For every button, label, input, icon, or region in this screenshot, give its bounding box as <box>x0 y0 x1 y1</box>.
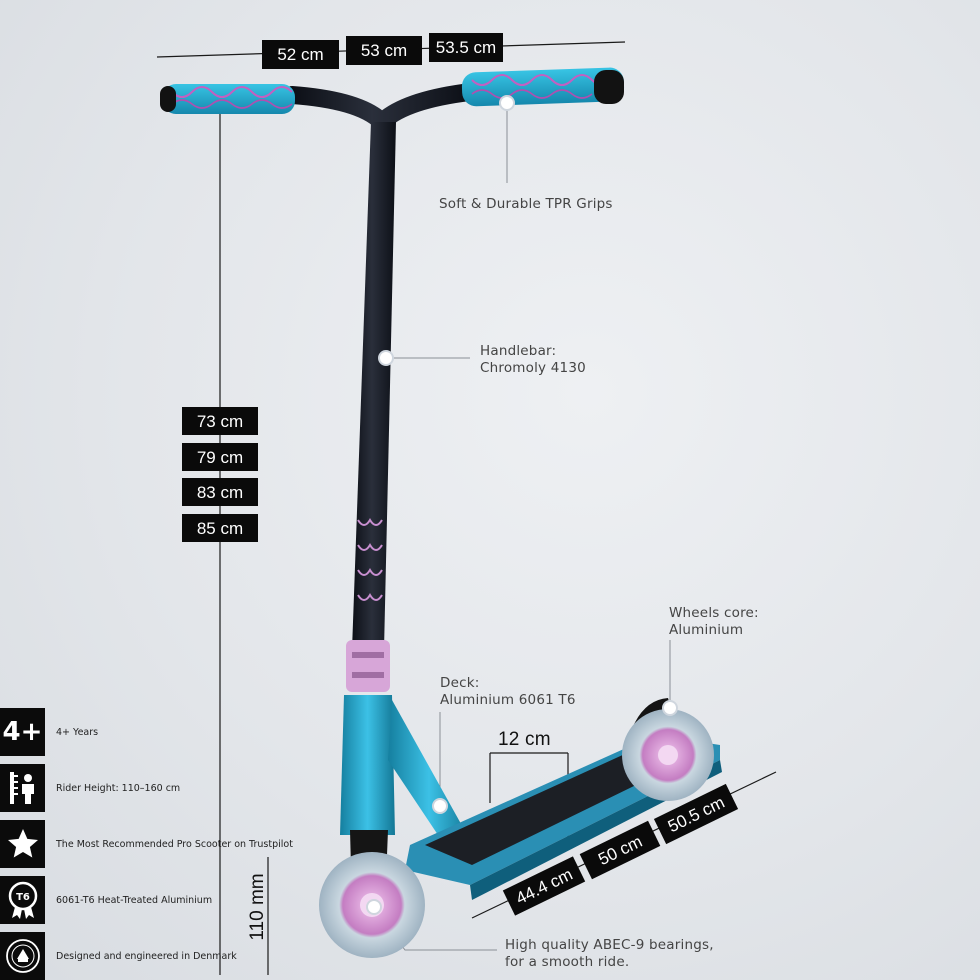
handlebar-stem <box>352 122 396 650</box>
height-label: 79 cm <box>182 443 258 471</box>
grips-callout: Soft & Durable TPR Grips <box>439 196 613 212</box>
feature-label: The Most Recommended Pro Scooter on Trus… <box>56 838 293 850</box>
deck-callout-material: Aluminium 6061 T6 <box>440 691 576 708</box>
feature-rider-height: Rider Height: 110–160 cm <box>0 764 180 812</box>
bearings-callout: High quality ABEC-9 bearings, for a smoo… <box>505 937 714 971</box>
feature-age: 4+ 4+ Years <box>0 708 98 756</box>
feature-label: Designed and engineered in Denmark <box>56 950 237 962</box>
head-tube <box>340 695 395 835</box>
feature-trustpilot: The Most Recommended Pro Scooter on Trus… <box>0 820 293 868</box>
handlebar-callout: Handlebar: Chromoly 4130 <box>480 343 586 377</box>
handlebar-width-label: 52 cm <box>262 40 339 69</box>
wheels-callout-title: Wheels core: <box>669 605 759 621</box>
height-icon <box>0 764 45 812</box>
feature-denmark: Designed and engineered in Denmark <box>0 932 237 980</box>
handlebar-width-label: 53.5 cm <box>429 33 503 62</box>
wheels-callout-material: Aluminium <box>669 621 744 638</box>
clamp <box>346 640 390 692</box>
handlebar-callout-material: Chromoly 4130 <box>480 359 586 376</box>
star-icon <box>0 820 45 868</box>
deck-width-label: 12 cm <box>498 729 551 750</box>
handlebar-callout-title: Handlebar: <box>480 343 557 359</box>
handlebar-width-label: 53 cm <box>346 36 422 65</box>
t6-medal-icon: T6 <box>0 876 45 924</box>
height-label: 85 cm <box>182 514 258 542</box>
svg-text:T6: T6 <box>16 892 30 903</box>
bearings-callout-line1: High quality ABEC-9 bearings, <box>505 937 714 953</box>
height-label: 83 cm <box>182 478 258 506</box>
age-badge: 4+ <box>0 708 45 756</box>
feature-aluminium: T6 6061-T6 Heat-Treated Aluminium <box>0 876 212 924</box>
bearings-callout-line2: for a smooth ride. <box>505 953 630 970</box>
deck-callout: Deck: Aluminium 6061 T6 <box>440 675 576 709</box>
wheels-callout: Wheels core: Aluminium <box>669 605 759 639</box>
feature-label: 6061-T6 Heat-Treated Aluminium <box>56 894 213 906</box>
hotspots <box>366 95 678 915</box>
handlebar <box>160 67 625 135</box>
feature-label: 4+ Years <box>56 726 99 738</box>
denmark-seal-icon <box>0 932 45 980</box>
deck-callout-title: Deck: <box>440 675 480 691</box>
feature-label: Rider Height: 110–160 cm <box>56 782 181 794</box>
height-label: 73 cm <box>182 407 258 435</box>
wheel-size-label: 110 mm <box>246 873 268 941</box>
